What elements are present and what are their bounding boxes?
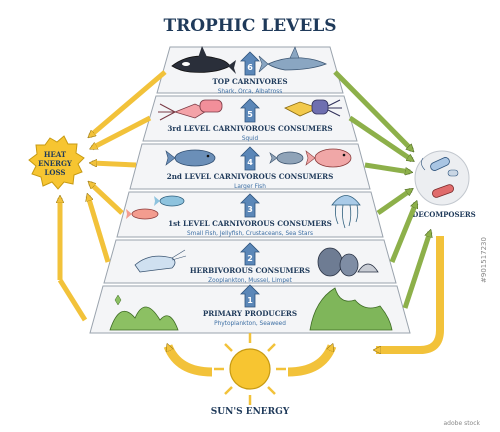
level-2-name: HERBIVOROUS CONSUMERS: [190, 266, 310, 275]
decomp-arrow-3: [376, 190, 411, 216]
level-number-4: 4: [247, 158, 253, 167]
heat-arrow-6: [90, 70, 167, 136]
diagram-title: TROPHIC LEVELS: [163, 16, 336, 36]
recycle-arrow: [376, 236, 444, 354]
squid-icon-left: [158, 99, 223, 121]
organisms: [109, 46, 393, 331]
heat-badge-icon: [28, 135, 85, 190]
decomp-arrow-4: [364, 162, 410, 172]
orca-icon: [171, 46, 236, 74]
bacteria-icon: [421, 157, 459, 198]
level-number-1: 1: [247, 296, 253, 305]
decomp-arrow-2: [389, 203, 419, 263]
jellyfish-icon: [331, 195, 361, 229]
sun-arrow-right: [287, 346, 337, 377]
heat-label-line2: ENERGY: [38, 159, 73, 168]
sun-label: SUN'S ENERGY: [211, 407, 290, 417]
decomp-arrow-1: [402, 232, 430, 309]
decomposers: DECOMPOSERS: [412, 150, 476, 219]
decomp-arrow-6: [333, 70, 412, 150]
level-2-examples: Zooplankton, Mussel, Limpet: [208, 278, 292, 284]
shrimp-icon: [134, 249, 187, 273]
tuna-icon: [165, 149, 216, 167]
watermark-id: #901517230: [480, 237, 488, 283]
level-arrows: 6 5 4 3 2 1: [240, 51, 260, 308]
level-number-2: 2: [247, 254, 253, 263]
seaweed-icon-right: [309, 287, 393, 331]
level-5-examples: Squid: [242, 136, 259, 142]
level-arrow-1: 1: [240, 284, 260, 308]
level-4-examples: Larger Fish: [234, 184, 266, 190]
sun-icon: [214, 333, 286, 405]
heat-energy-loss: HEAT ENERGY LOSS: [28, 135, 85, 190]
heat-arrow-4: [92, 163, 137, 168]
level-arrow-2: 2: [240, 242, 260, 266]
small-fish-icon: [126, 208, 159, 220]
heat-arrow-2: [88, 196, 111, 263]
level-arrow-6: 6: [240, 51, 260, 76]
level-arrow-5: 5: [240, 98, 260, 123]
decomposers-label: DECOMPOSERS: [412, 210, 475, 219]
level-4-name: 2nd LEVEL CARNIVOROUS CONSUMERS: [167, 172, 334, 181]
level-3-examples: Small Fish, Jellyfish, Crustaceans, Sea …: [187, 231, 313, 237]
level-number-6: 6: [247, 63, 253, 72]
sun-arrow-left: [163, 346, 213, 377]
decomposer-arrows: [333, 70, 430, 309]
blue-fish-icon: [154, 195, 185, 207]
heat-arrow-base: [57, 278, 88, 322]
seaweed-icon-left: [109, 294, 179, 331]
mussel-icon: [317, 247, 359, 277]
level-1-examples: Phytoplankton, Seaweed: [214, 321, 286, 327]
level-1-name: PRIMARY PRODUCERS: [203, 309, 297, 318]
level-arrow-3: 3: [240, 193, 260, 218]
level-6-examples: Shark, Orca, Albatross: [218, 89, 283, 95]
watermark-text: adobe stock: [444, 420, 481, 427]
level-number-5: 5: [247, 110, 253, 119]
heat-loss-arrows: [57, 70, 167, 322]
level-5-name: 3rd LEVEL CARNIVOROUS CONSUMERS: [167, 124, 332, 133]
mackerel-icon: [269, 151, 304, 165]
level-arrow-4: 4: [240, 146, 260, 171]
heat-label-line3: LOSS: [45, 168, 66, 177]
shark-icon: [258, 46, 327, 73]
level-number-3: 3: [247, 205, 253, 214]
limpet-icon: [357, 263, 379, 273]
level-labels: TOP CARNIVORES Shark, Orca, Albatross 3r…: [167, 77, 334, 327]
decomp-arrow-5: [348, 115, 412, 163]
red-fish-icon: [305, 148, 352, 168]
level-6-name: TOP CARNIVORES: [212, 77, 287, 86]
heat-label-line1: HEAT: [44, 150, 67, 159]
decomposers-circle: [414, 150, 470, 206]
squid-icon-right: [284, 99, 342, 117]
heat-arrow-5: [92, 115, 152, 151]
level-3-name: 1st LEVEL CARNIVOROUS CONSUMERS: [168, 219, 332, 228]
heat-arrow-3: [90, 183, 124, 215]
